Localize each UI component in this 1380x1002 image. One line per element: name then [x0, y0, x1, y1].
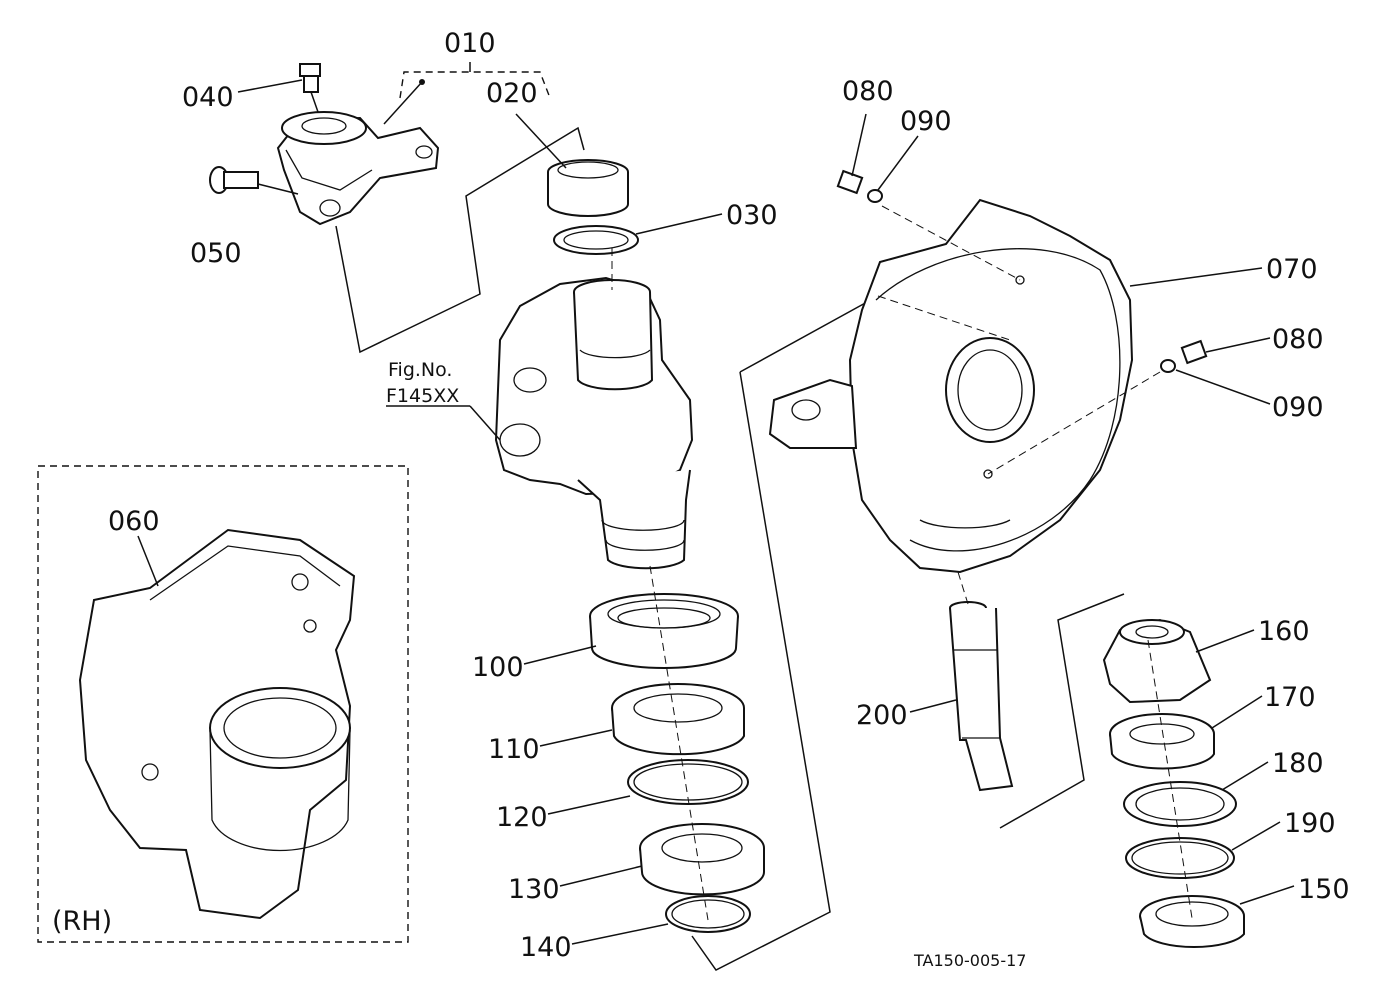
label-160: 160 — [1258, 616, 1310, 647]
snap-ring-190 — [1125, 837, 1235, 879]
rh-inset — [37, 465, 409, 943]
label-140: 140 — [520, 932, 572, 963]
snap-ring-140 — [665, 895, 751, 933]
shaft-200 — [949, 601, 1014, 792]
label-130: 130 — [508, 874, 560, 905]
label-200: 200 — [856, 700, 908, 731]
snap-ring-120 — [627, 759, 749, 805]
bearing-170 — [1109, 713, 1215, 770]
kingpin-housing-part — [276, 111, 440, 226]
label-190: 190 — [1284, 808, 1336, 839]
fig-ref-line2: F145XX — [386, 385, 459, 407]
drawing-code: TA150-005-17 — [913, 951, 1026, 970]
label-050: 050 — [190, 238, 242, 269]
label-170: 170 — [1264, 682, 1316, 713]
label-060: 060 — [108, 506, 160, 537]
label-110: 110 — [488, 734, 540, 765]
label-030: 030 — [726, 200, 778, 231]
label-120: 120 — [496, 802, 548, 833]
grease-nipple-040 — [299, 63, 321, 113]
label-080-right: 080 — [1272, 324, 1324, 355]
housing-070 — [768, 198, 1134, 574]
label-070: 070 — [1266, 254, 1318, 285]
label-020: 020 — [486, 78, 538, 109]
ring-180 — [1123, 781, 1237, 827]
bearing-100 — [589, 593, 739, 669]
bushing-020 — [547, 159, 629, 217]
bearing-130 — [639, 823, 765, 896]
label-100: 100 — [472, 652, 524, 683]
label-090-top: 090 — [900, 106, 952, 137]
label-010: 010 — [444, 28, 496, 59]
bearing-110 — [611, 683, 745, 756]
washer-090-top — [867, 189, 883, 203]
leader-lines — [137, 79, 1295, 945]
fig-ref-line1: Fig.No. — [388, 359, 452, 381]
gear-case-part — [494, 276, 694, 570]
plug-080-top — [836, 169, 864, 195]
collar-150 — [1139, 895, 1245, 949]
label-090-right: 090 — [1272, 392, 1324, 423]
washer-090-right — [1160, 359, 1176, 373]
group-bracket-010 — [383, 62, 551, 125]
seal-ring-030 — [553, 225, 639, 255]
label-080-top: 080 — [842, 76, 894, 107]
bevel-gear-160 — [1102, 618, 1212, 704]
inset-label: (RH) — [52, 906, 112, 937]
label-180: 180 — [1272, 748, 1324, 779]
label-150: 150 — [1298, 874, 1350, 905]
bolt-050 — [209, 166, 299, 195]
label-040: 040 — [182, 82, 234, 113]
plug-080-right — [1180, 339, 1208, 365]
